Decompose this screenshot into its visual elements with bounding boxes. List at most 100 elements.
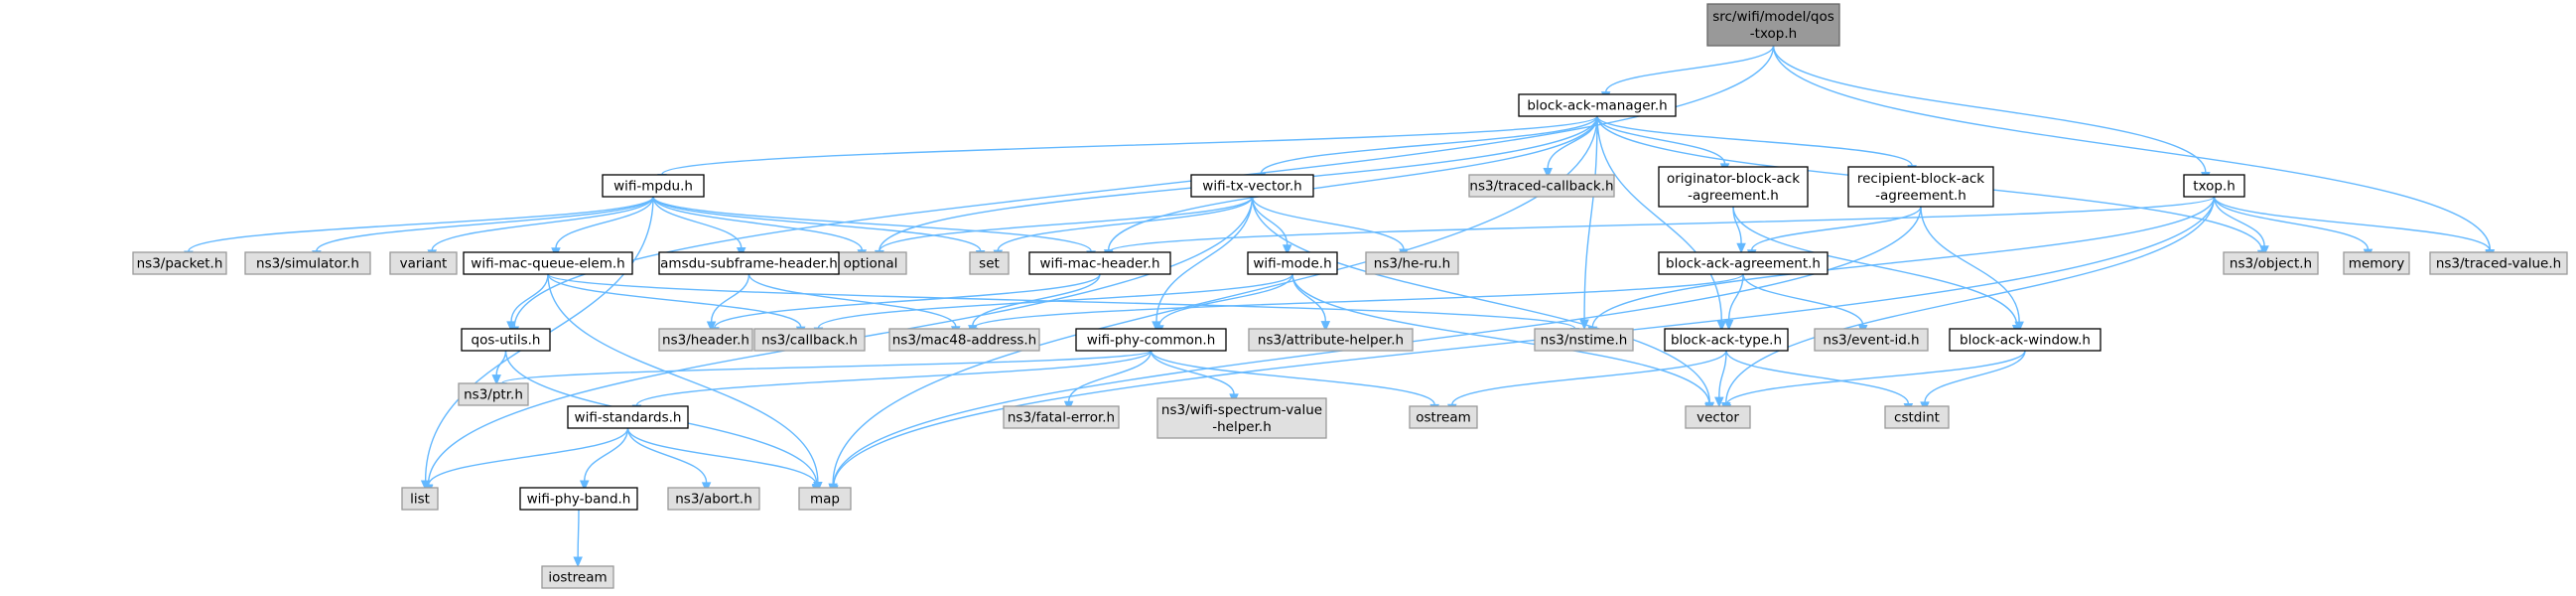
node-memory: memory [2343,251,2410,275]
node-label: ns3/packet.h [137,256,223,272]
node-label: wifi-phy-common.h [1087,333,1216,349]
edge-arrowhead [1714,396,1724,408]
edge-line [2213,196,2491,251]
node-wifitxvector[interactable]: wifi-tx-vector.h [1190,174,1314,198]
node-baw[interactable]: block-ack-window.h [1949,328,2101,352]
node-box [602,174,705,198]
node-box [888,328,1040,352]
edge-arrowhead [1282,244,1292,255]
node-label: ns3/he-ru.h [1374,256,1450,272]
edge-line [652,196,1092,252]
node-map: map [798,487,852,511]
edge-wifistd-to-list [423,427,629,496]
node-label: txop.h [2193,179,2236,195]
node-label: ns3/mac48-address.h [892,333,1037,349]
node-ostream: ostream [1409,405,1478,429]
node-box [1949,328,2101,352]
node-label: optional [844,256,898,272]
edge-line [1108,196,2216,253]
edge-arrowhead [706,321,717,333]
node-box [1468,174,1615,198]
node-root[interactable]: src/wifi/model/qos-txop.h [1706,3,1840,47]
node-label: ns3/wifi-spectrum-value [1161,402,1322,418]
node-label: wifi-standards.h [575,410,682,426]
edge-line [188,196,654,252]
node-box [1409,405,1478,429]
edge-line [652,196,982,251]
edge-wmqe-to-map [547,273,823,493]
node-box [798,487,852,511]
edge-line [1718,350,1727,398]
node-label: block-ack-manager.h [1527,98,1667,114]
node-amsdu[interactable]: amsdu-subframe-header.h [658,251,840,275]
edge-line [652,196,863,250]
edge-wifiphyband-to-iostream [573,509,583,568]
edge-line [972,273,1101,326]
node-bam[interactable]: block-ack-manager.h [1518,93,1677,117]
node-variant: variant [389,251,458,275]
node-txop[interactable]: txop.h [2183,174,2245,198]
node-box [1247,251,1338,275]
edge-line [1155,196,1254,322]
edge-line [1920,206,2020,323]
node-cstdint: cstdint [1884,405,1950,429]
edge-line [997,196,1254,251]
node-wmqe[interactable]: wifi-mac-queue-elem.h [463,251,633,275]
node-rba[interactable]: recipient-block-ack-agreement.h [1847,166,1994,208]
node-box [667,487,760,511]
edge-line [626,427,708,483]
edge-arrowhead [1320,321,1331,332]
node-wifimode[interactable]: wifi-mode.h [1247,251,1338,275]
node-label: ns3/callback.h [761,333,858,349]
edge-line [2213,196,2265,246]
edge-line [584,427,629,482]
edge-wmqe-to-nstime [547,273,1580,339]
edge-line [1725,350,1910,404]
edge-bam-to-oba [1596,115,1730,175]
edge-arrowhead [573,556,583,568]
edge-line [1251,196,1405,250]
edge-line [626,427,818,486]
node-box [2223,251,2319,275]
node-eventid: ns3/event-id.h [1814,328,1929,352]
edge-line [1591,196,2216,328]
node-wifistd[interactable]: wifi-standards.h [567,405,689,429]
node-box [1534,328,1634,352]
node-ptr: ns3/ptr.h [458,382,529,406]
edge-wifistd-to-abort [626,427,712,494]
node-label: memory [2349,256,2404,272]
edge-line [427,427,629,486]
edge-wifimpdu-to-variant [427,196,654,261]
edge-line [972,273,1744,329]
node-wifiphyband[interactable]: wifi-phy-band.h [519,487,638,511]
edge-line [1596,115,1913,166]
node-box [1706,3,1840,47]
node-baa[interactable]: block-ack-agreement.h [1658,251,1829,275]
edge-rba-to-baa [1746,206,1922,260]
node-vector: vector [1685,405,1751,429]
node-fatalerror: ns3/fatal-error.h [1003,405,1120,429]
node-qosutils[interactable]: qos-utils.h [461,328,551,352]
node-nstime: ns3/nstime.h [1534,328,1634,352]
edge-line [1742,273,1864,326]
edge-line [1291,273,1327,322]
node-header: ns3/header.h [658,328,753,352]
node-oba[interactable]: originator-block-ack-agreement.h [1658,166,1809,208]
edge-line [501,350,1152,384]
node-wifimpdu[interactable]: wifi-mpdu.h [602,174,705,198]
edge-wifimpdu-to-optional [652,196,868,261]
edge-line [547,273,802,328]
edge-line [1150,350,1435,405]
edge-line [2213,196,2370,250]
node-wmh[interactable]: wifi-mac-header.h [1028,251,1171,275]
edge-line [710,273,750,322]
node-label: -txop.h [1750,26,1797,42]
edge-wmqe-to-callback [547,273,806,338]
node-bat[interactable]: block-ack-type.h [1664,328,1789,352]
node-tracedcallback: ns3/traced-callback.h [1468,174,1615,198]
edge-line [510,273,549,322]
node-box [1518,93,1677,117]
node-wpc[interactable]: wifi-phy-common.h [1075,328,1227,352]
node-box [458,382,529,406]
node-box [1884,405,1950,429]
